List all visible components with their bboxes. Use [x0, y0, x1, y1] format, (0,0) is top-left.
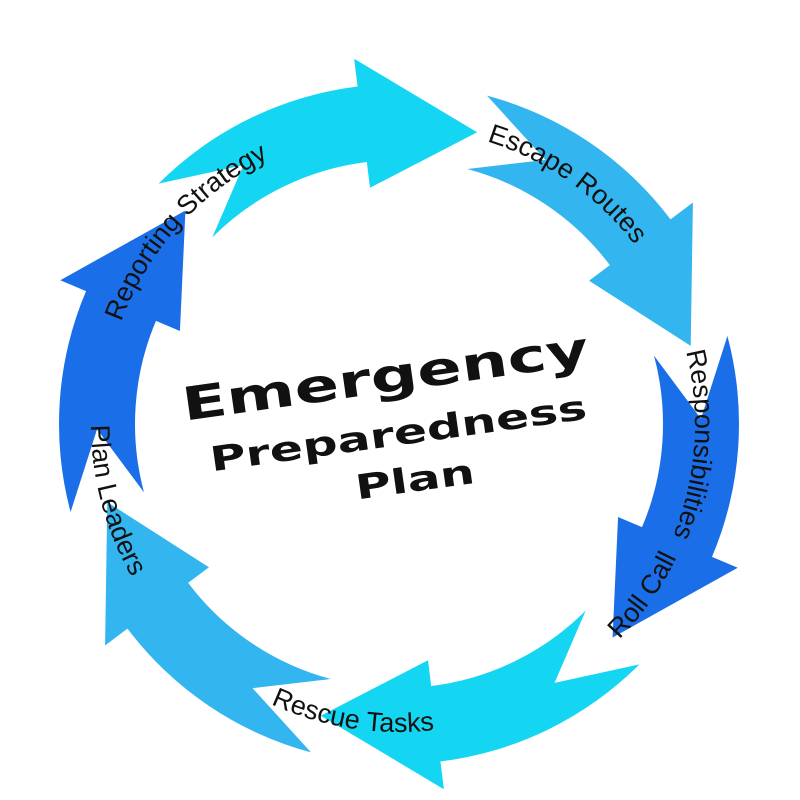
arrow-responsibilities [612, 336, 739, 638]
arrow-reporting-strategy [158, 58, 478, 238]
cycle-arrows [59, 58, 739, 790]
arrow-roll-call [320, 610, 640, 790]
center-title: Emergency Preparedness Plan [179, 321, 593, 508]
arrow-rescue-tasks [105, 502, 331, 753]
arrow-escape-routes [467, 95, 693, 346]
center-title-line-3: Plan [353, 452, 477, 508]
arrow-plan-leaders [59, 210, 186, 512]
